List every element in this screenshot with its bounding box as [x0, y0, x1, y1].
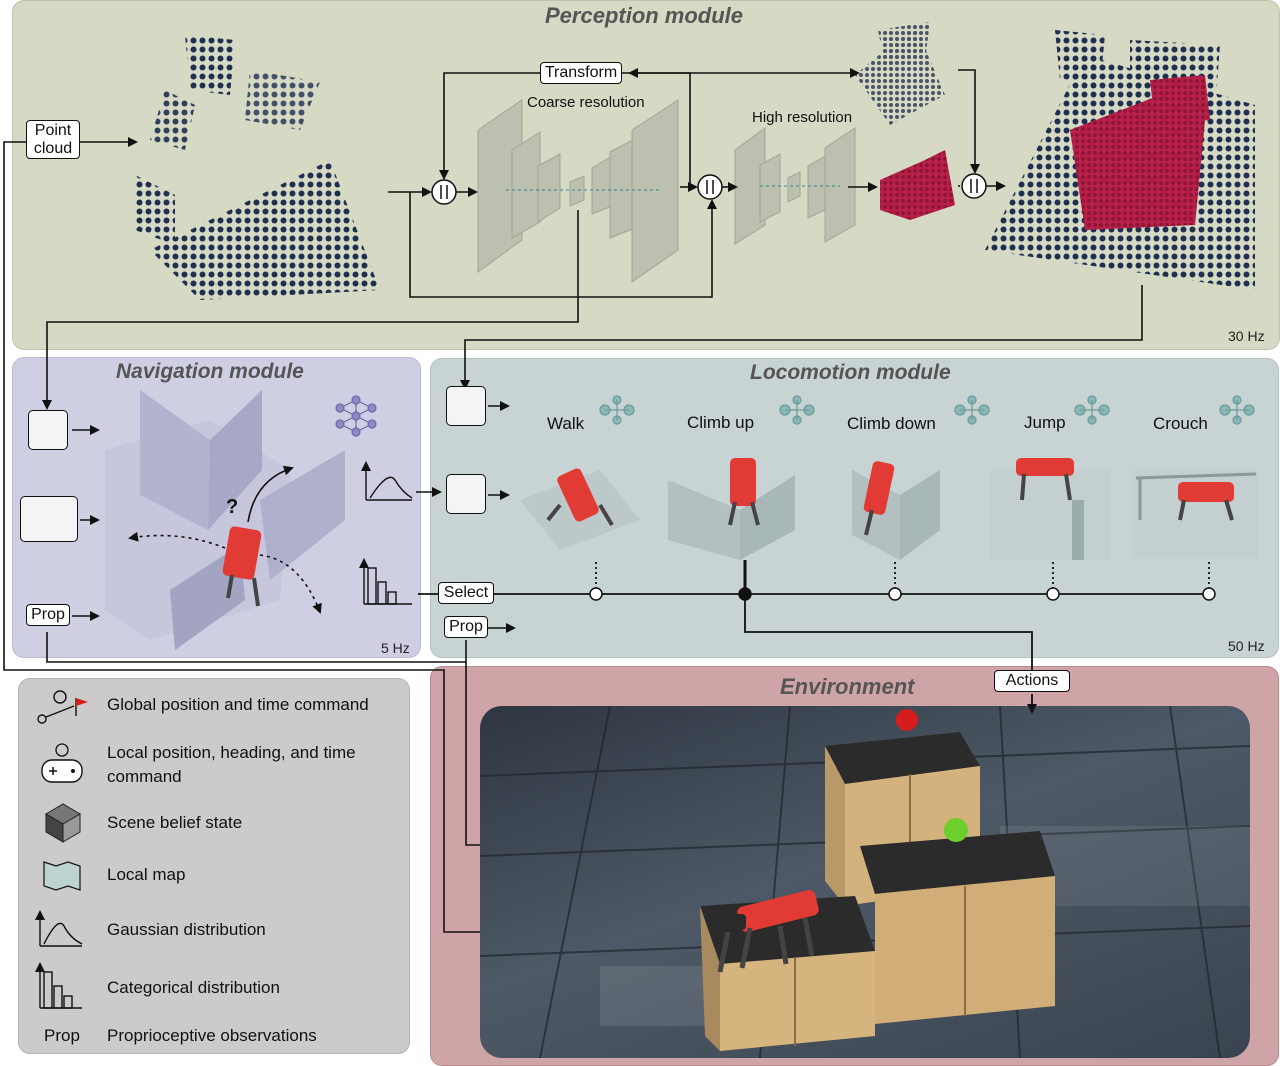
- select-switch-nodes: [589, 587, 1216, 601]
- legend-gaussian: Gaussian distribution: [107, 920, 266, 939]
- navigation-module-title: Navigation module: [116, 360, 304, 383]
- point-cloud-box: Point cloud: [26, 120, 80, 160]
- skip-dashes: [506, 185, 840, 191]
- scene-belief-input-box: [28, 410, 68, 450]
- skill-network-icons: [599, 395, 1255, 425]
- legend-categorical: Categorical distribution: [107, 978, 280, 997]
- legend-scene-belief-icon: [45, 803, 81, 843]
- legend-categorical-icon: [35, 962, 82, 1009]
- legend-local-map-icon: [43, 861, 81, 891]
- environment-scene: [480, 706, 1250, 1058]
- skill-illustrations: [520, 458, 1258, 560]
- high-resolution-label: High resolution: [752, 109, 853, 126]
- navigation-scene: [105, 390, 345, 650]
- neural-network-icon: [335, 395, 377, 437]
- nav-categorical-icon: [359, 558, 412, 605]
- legend-prop-label: Prop: [44, 1026, 80, 1045]
- legend-scene-belief: Scene belief state: [107, 813, 243, 832]
- concat-symbol-2: [697, 174, 723, 200]
- crouch-skill-illustration: [1132, 470, 1258, 558]
- perception-arrows: [42, 68, 1143, 410]
- goal-ball-green: [944, 818, 968, 842]
- locomotion-rate: 50 Hz: [1228, 638, 1265, 654]
- legend-local-command: Local position, heading, and time comman…: [107, 743, 356, 786]
- locomotion-module-title: Locomotion module: [750, 361, 951, 384]
- jump-skill-illustration: [990, 458, 1110, 560]
- actions-box: Actions: [994, 670, 1070, 692]
- robot-illustration: [717, 889, 819, 973]
- goal-ball-red: [896, 709, 918, 731]
- loco-prop-box: Prop: [444, 616, 488, 638]
- high-resolution-grid: [855, 22, 945, 125]
- skill-crouch-label: Crouch: [1153, 414, 1208, 433]
- navigation-rate: 5 Hz: [381, 640, 410, 656]
- concat-symbol-3: [961, 173, 987, 199]
- concat-symbol-1: [431, 179, 457, 205]
- transform-box: Transform: [540, 62, 622, 84]
- climb-up-skill-illustration: [668, 458, 795, 560]
- coarse-network: [477, 99, 679, 283]
- skill-walk-label: Walk: [547, 414, 585, 433]
- legend-local-map: Local map: [107, 865, 186, 884]
- global-command-input-box: [20, 496, 78, 542]
- perception-module-title: Perception module: [545, 3, 744, 28]
- legend-panel: [18, 678, 410, 1054]
- high-resolution-voxel: [880, 150, 955, 220]
- input-point-cloud: [135, 35, 380, 300]
- legend-gamepad-icon: [41, 743, 83, 783]
- local-map-input-box: [446, 386, 486, 426]
- climb-down-skill-illustration: [852, 461, 940, 560]
- skill-jump-label: Jump: [1024, 413, 1066, 432]
- skill-climb-up-label: Climb up: [687, 413, 755, 432]
- skill-climb-down-label: Climb down: [847, 414, 936, 433]
- environment-title: Environment: [780, 674, 915, 699]
- walk-skill-illustration: [520, 468, 640, 550]
- nav-input-arrows: [72, 401, 516, 633]
- coarse-resolution-label: Coarse resolution: [527, 94, 645, 111]
- legend-proprioceptive: Proprioceptive observations: [107, 1026, 317, 1045]
- nav-prop-box: Prop: [26, 604, 70, 626]
- navigation-paths: [128, 465, 322, 614]
- legend-global-command: Global position and time command: [107, 695, 369, 714]
- nav-gaussian-icon: [361, 461, 413, 501]
- environment-scene-illustration: [480, 706, 1250, 1058]
- high-res-network: [734, 127, 856, 245]
- output-scene-reconstruction: [985, 30, 1255, 290]
- legend-gaussian-icon: [35, 910, 83, 947]
- perception-rate: 30 Hz: [1228, 328, 1265, 344]
- local-command-input-box: [446, 474, 486, 514]
- select-box: Select: [438, 582, 494, 604]
- point-cloud-wires: [3, 141, 480, 933]
- legend-global-command-icon: [37, 690, 88, 724]
- nav-question-mark: ?: [226, 496, 239, 518]
